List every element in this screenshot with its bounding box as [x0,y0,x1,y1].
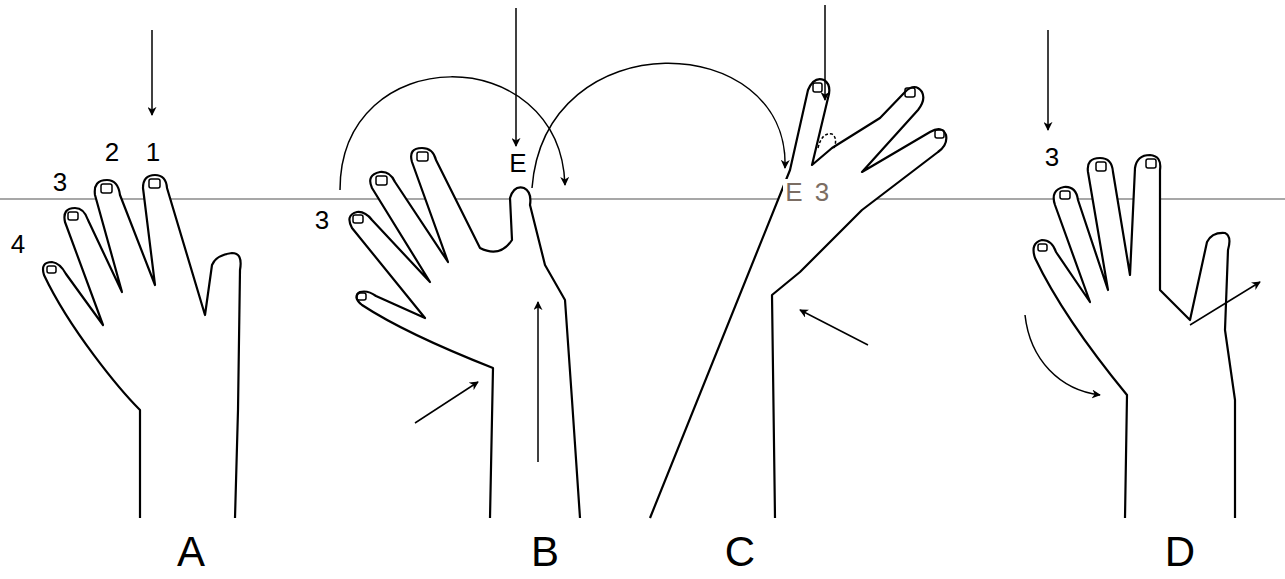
finger-number: 3 [51,169,69,195]
finger-number: 3 [1043,144,1061,170]
hand-b [349,148,580,518]
hand-a [43,175,241,518]
nails [47,83,1156,300]
panel-letter: B [529,531,561,573]
panel-letter: C [723,531,757,573]
finger-number: 3 [313,207,331,233]
finger-number: 3 [813,179,831,205]
hidden-thumb [818,134,836,148]
hand-c [650,79,946,518]
finger-number: 1 [144,139,162,165]
thumb-letter: E [507,150,528,176]
motion-arrows [152,5,1260,462]
thumb-letter: E [783,179,804,205]
panel-letter: A [175,531,207,573]
finger-number: 4 [9,231,27,257]
hand-d [1034,155,1235,518]
panel-letter: D [1163,531,1197,573]
finger-number: 2 [103,139,121,165]
